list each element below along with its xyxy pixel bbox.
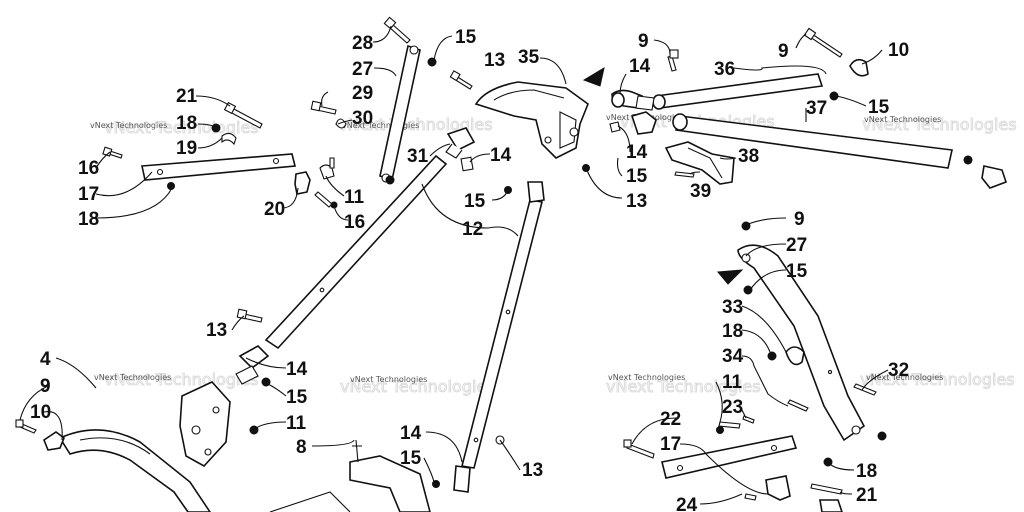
bracket-38 — [664, 141, 735, 185]
callout-37: 37 — [806, 98, 827, 119]
callout-38: 38 — [738, 146, 759, 167]
watermark: vNext Technologies — [860, 370, 1015, 389]
watermark: vNext Technologies — [104, 118, 259, 137]
callout-32: 32 — [888, 360, 909, 381]
watermark: vNext Technologies — [866, 373, 943, 382]
callout-11: 11 — [286, 413, 307, 434]
callout-17: 17 — [660, 434, 681, 455]
callout-8: 8 — [296, 437, 307, 458]
callout-18: 18 — [176, 113, 197, 134]
callout-13: 13 — [206, 320, 227, 341]
callout-21: 21 — [176, 86, 198, 107]
tie-rod-36 — [611, 27, 869, 111]
callout-14: 14 — [286, 359, 308, 380]
callout-13: 13 — [484, 50, 505, 71]
callout-24: 24 — [676, 495, 698, 512]
watermark: vNext Technologies — [94, 373, 171, 382]
steering-post-bracket-35 — [474, 66, 605, 172]
callout-9: 9 — [794, 209, 805, 230]
callout-15: 15 — [868, 97, 890, 118]
upper-arm-27 — [310, 16, 473, 185]
callout-14: 14 — [626, 142, 648, 163]
leader-lines — [19, 25, 889, 505]
callout-39: 39 — [690, 181, 711, 202]
callout-27: 27 — [352, 59, 373, 80]
callout-4: 4 — [40, 349, 51, 370]
watermark: vNext Technologies — [608, 373, 685, 382]
callout-13: 13 — [626, 191, 647, 212]
callout-15: 15 — [455, 27, 477, 48]
watermark: vNext Technologies — [862, 115, 1017, 134]
callout-27: 27 — [786, 235, 807, 256]
watermark: vNext Technologies — [342, 121, 419, 130]
callout-10: 10 — [888, 40, 909, 61]
callout-18: 18 — [722, 321, 743, 342]
callout-15: 15 — [286, 387, 308, 408]
cover-panel-8 — [269, 439, 431, 512]
callout-11: 11 — [722, 372, 743, 393]
watermark: vNext Technologies — [340, 377, 495, 396]
tie-rod-37 — [609, 111, 1008, 189]
callout-11: 11 — [344, 187, 365, 208]
tie-rod-12 — [235, 127, 476, 387]
callout-31: 31 — [407, 146, 429, 167]
callout-14: 14 — [400, 423, 422, 444]
callout-22: 22 — [660, 409, 681, 430]
lower-arm-27 — [717, 221, 887, 442]
callout-34: 34 — [722, 346, 744, 367]
callout-15: 15 — [400, 448, 422, 469]
watermark: vNext Technologies — [864, 115, 941, 124]
watermark: vNext Technologies — [90, 121, 167, 130]
callout-18: 18 — [78, 209, 99, 230]
callout-29: 29 — [352, 83, 373, 104]
callout-36: 36 — [714, 59, 735, 80]
watermark: vNext Technologies — [606, 377, 761, 396]
steering-column-4 — [15, 381, 259, 512]
watermark: vNext Technologies — [104, 370, 259, 389]
callout-13: 13 — [522, 460, 543, 481]
callout-16: 16 — [344, 212, 365, 233]
callout-20: 20 — [264, 199, 285, 220]
callout-10: 10 — [30, 402, 51, 423]
callout-14: 14 — [629, 56, 651, 77]
watermark: vNext Technologies — [338, 115, 493, 134]
callout-30: 30 — [352, 108, 373, 129]
callout-12: 12 — [462, 219, 483, 240]
callout-18: 18 — [856, 461, 877, 482]
callout-17: 17 — [78, 184, 99, 205]
callout-15: 15 — [626, 166, 648, 187]
callout-35: 35 — [518, 47, 540, 68]
callout-9: 9 — [778, 41, 789, 62]
callout-28: 28 — [352, 33, 373, 54]
callout-19: 19 — [176, 138, 197, 159]
lower-bracket-left — [102, 101, 338, 209]
callout-33: 33 — [722, 297, 743, 318]
callout-labels: 28 15 27 13 35 9 14 36 9 10 21 29 37 15 … — [30, 27, 909, 512]
callout-23: 23 — [722, 397, 743, 418]
watermark: vNext Technologies — [350, 375, 427, 384]
callout-14: 14 — [490, 145, 512, 166]
callout-21: 21 — [856, 485, 878, 506]
lower-bracket-right — [623, 415, 843, 512]
callout-16: 16 — [78, 158, 99, 179]
callout-9: 9 — [40, 376, 51, 397]
callout-15: 15 — [786, 261, 808, 282]
callout-9: 9 — [638, 31, 649, 52]
callout-15: 15 — [464, 191, 486, 212]
